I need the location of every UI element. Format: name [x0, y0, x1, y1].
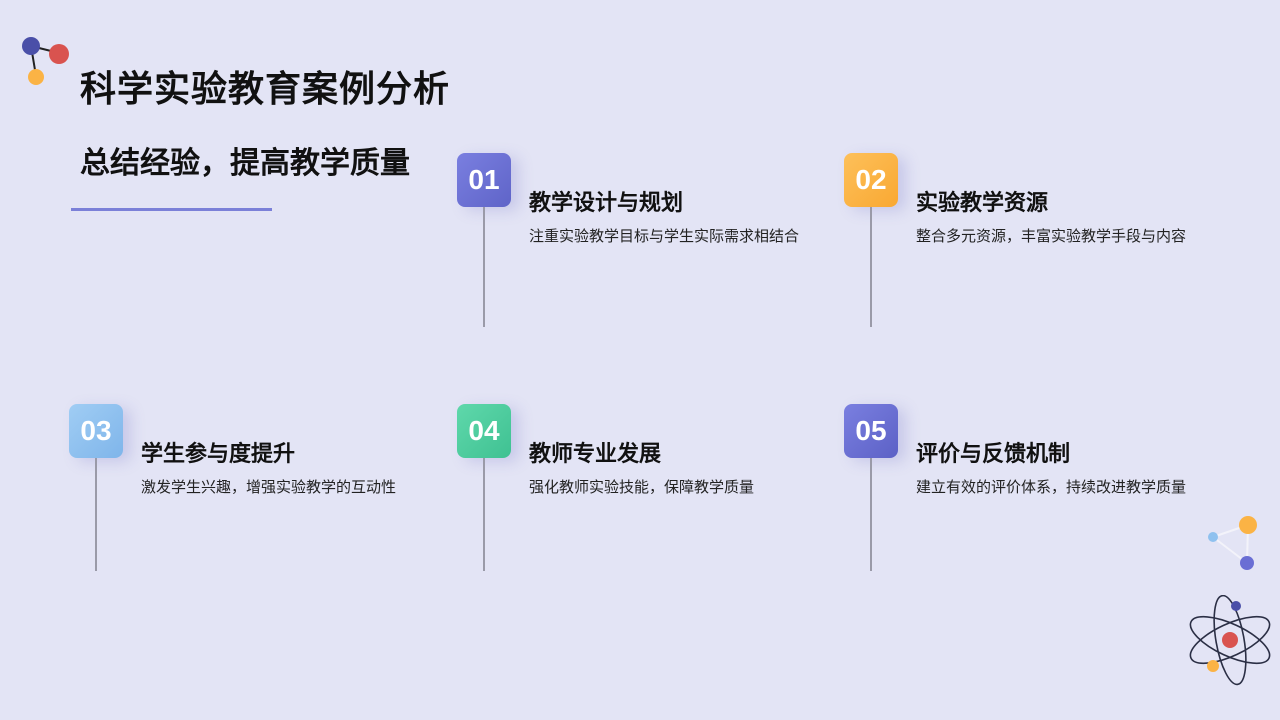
card-description: 强化教师实验技能，保障教学质量 — [529, 479, 755, 496]
card-03: 03 学生参与度提升 激发学生兴趣，增强实验教学的互动性 — [69, 404, 449, 604]
card-description: 整合多元资源，丰富实验教学手段与内容 — [916, 228, 1187, 245]
card-description: 激发学生兴趣，增强实验教学的互动性 — [141, 479, 397, 496]
card-title: 教学设计与规划 — [529, 190, 684, 215]
triangle-molecule-icon — [1208, 516, 1257, 570]
card-description: 注重实验教学目标与学生实际需求相结合 — [529, 228, 800, 245]
title-divider — [71, 208, 272, 211]
timeline-line — [483, 458, 485, 571]
number-badge: 05 — [844, 404, 898, 458]
page-title: 科学实验教育案例分析 — [80, 68, 451, 109]
number-badge: 03 — [69, 404, 123, 458]
number-badge: 02 — [844, 153, 898, 207]
timeline-line — [483, 207, 485, 327]
timeline-line — [870, 207, 872, 327]
timeline-line — [95, 458, 97, 571]
card-title: 实验教学资源 — [916, 190, 1049, 215]
card-01: 01 教学设计与规划 注重实验教学目标与学生实际需求相结合 — [457, 153, 837, 353]
timeline-line — [870, 458, 872, 571]
card-title: 评价与反馈机制 — [916, 441, 1071, 466]
page-subtitle: 总结经验，提高教学质量 — [80, 147, 410, 180]
number-badge: 01 — [457, 153, 511, 207]
card-04: 04 教师专业发展 强化教师实验技能，保障教学质量 — [457, 404, 837, 604]
card-05: 05 评价与反馈机制 建立有效的评价体系，持续改进教学质量 — [844, 404, 1224, 604]
card-title: 教师专业发展 — [529, 441, 662, 466]
number-badge: 04 — [457, 404, 511, 458]
card-title: 学生参与度提升 — [141, 441, 296, 466]
card-02: 02 实验教学资源 整合多元资源，丰富实验教学手段与内容 — [844, 153, 1224, 353]
molecule-icon — [22, 37, 69, 85]
atom-icon — [1189, 595, 1271, 686]
card-description: 建立有效的评价体系，持续改进教学质量 — [916, 479, 1187, 496]
